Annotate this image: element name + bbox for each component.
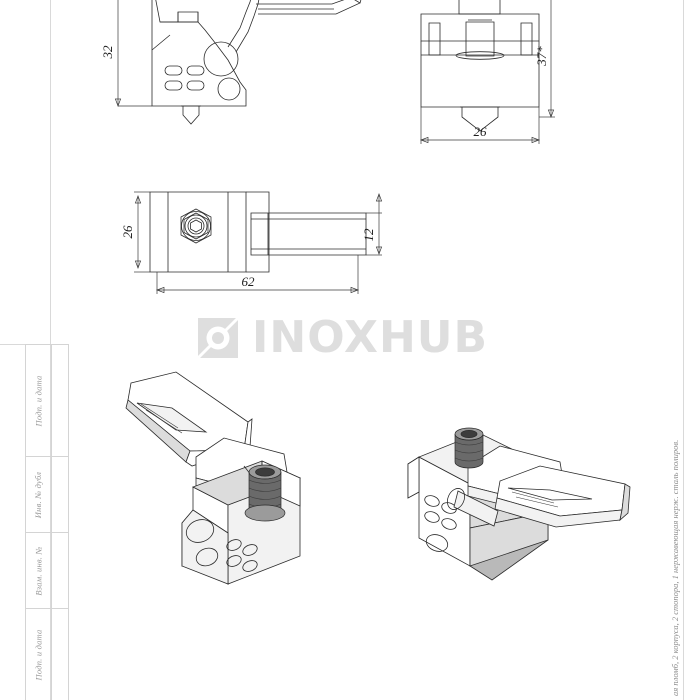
title-block-row-0-label-cell: Подп. и дата	[26, 345, 51, 456]
dimension-32: 32	[100, 0, 152, 108]
row-divider	[51, 533, 52, 608]
pin-cylinder-right	[446, 488, 499, 527]
frame-left-border	[50, 0, 51, 700]
dim-label-32: 32	[100, 45, 115, 60]
title-block-row-1-label: Инв. № дубл	[33, 471, 44, 518]
title-block-row-3-label: Подп. и дата	[33, 629, 44, 680]
socket-bolt-right	[454, 427, 484, 469]
specification-note-text: ая пломб, 2 корпуса, 2 стопора, 1 нержав…	[670, 439, 680, 696]
socket-bolt-left	[244, 464, 286, 522]
row-divider	[51, 457, 52, 532]
title-block-row-1[interactable]: Инв. № дубл	[25, 456, 69, 532]
dim-label-37: 37*	[534, 46, 549, 67]
title-block-row-2-label: Взам. инв. №	[33, 545, 44, 596]
dimension-37: 37*	[534, 0, 555, 119]
title-block-row-3-label-cell: Подп. и дата	[26, 609, 51, 700]
title-block-row-0-label: Подп. и дата	[33, 375, 44, 426]
dimension-12: 12	[361, 192, 383, 256]
dim-label-12: 12	[361, 228, 376, 242]
frame-right-border	[683, 0, 684, 700]
title-block-row-2-label-cell: Взам. инв. №	[26, 533, 51, 608]
dimension-62: 62	[155, 255, 360, 294]
dim-label-26-top: 26	[120, 225, 135, 239]
row-divider	[51, 609, 52, 700]
iso-view-left-geometry	[125, 371, 302, 585]
title-block-row-3[interactable]: Подп. и дата	[25, 608, 69, 700]
top-view-geometry	[149, 191, 367, 273]
iso-view-right-geometry	[407, 427, 631, 581]
dim-label-26-front: 26	[474, 124, 488, 139]
row-divider	[51, 345, 52, 456]
title-block-row-0[interactable]: Подп. и дата	[25, 344, 69, 456]
dim-label-62: 62	[242, 274, 256, 289]
side-view-geometry	[151, 0, 362, 125]
title-block-row-1-label-cell: Инв. № дубл	[26, 457, 51, 532]
specification-note: ая пломб, 2 корпуса, 2 стопора, 1 нержав…	[670, 396, 696, 696]
title-block-row-2[interactable]: Взам. инв. №	[25, 532, 69, 608]
title-block-side-table: Подп. и дата Инв. № дубл Взам. инв. № По…	[25, 344, 69, 700]
dimension-26-top: 26	[120, 191, 150, 273]
front-view-geometry	[420, 0, 540, 132]
dimension-26-front: 26	[419, 107, 541, 144]
